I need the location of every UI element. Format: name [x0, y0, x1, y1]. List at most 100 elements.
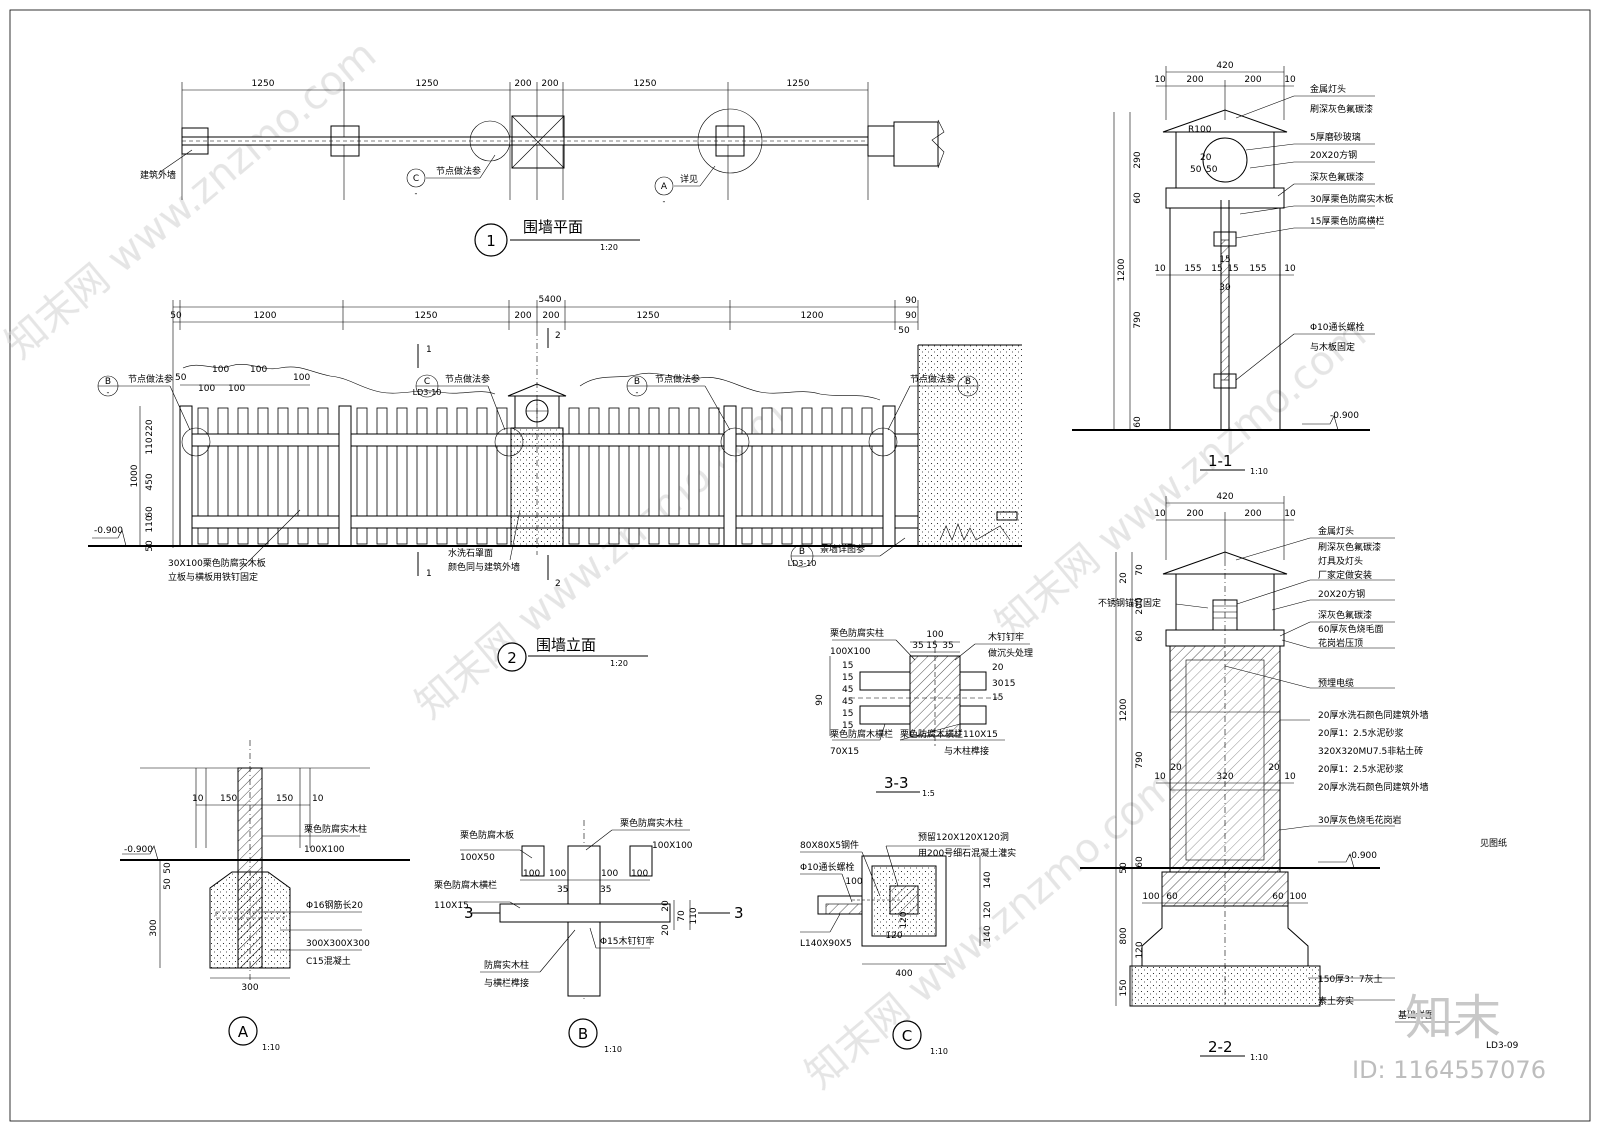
- dim-text: 15: [926, 641, 937, 651]
- dim-text: 200: [1186, 509, 1203, 519]
- fence-picket: [841, 407, 853, 545]
- fence-picket: [476, 407, 488, 545]
- fence-picket: [861, 407, 873, 545]
- detail-scale: 1:5: [922, 789, 935, 798]
- section-mark: 1: [426, 345, 432, 355]
- elevation-note: 30X100栗色防腐实木板: [168, 557, 266, 569]
- dim-text: 60: [1135, 856, 1145, 868]
- label-text: Φ16钢筋长20: [306, 899, 363, 911]
- fence-picket: [356, 407, 368, 545]
- dim-text: 35: [942, 641, 953, 651]
- dim-text: 220: [145, 419, 155, 436]
- label-text: 5厚磨砂玻璃: [1310, 131, 1361, 143]
- label-text: 80X80X5钢件: [800, 839, 859, 851]
- elevation-note: 水洗石罩面: [448, 547, 493, 559]
- dim-text: 120: [885, 931, 902, 941]
- dim-text: 20: [1170, 763, 1182, 773]
- plan-title-circle: [474, 223, 508, 257]
- dim-text: 200: [541, 79, 558, 89]
- dim-text: 90: [905, 311, 917, 321]
- plan-detail-label: 详见: [680, 173, 698, 185]
- label-text: 60厚灰色烧毛面: [1318, 623, 1383, 635]
- svg-text:节点做法参: 节点做法参: [128, 373, 173, 385]
- label-text: 30厚栗色防腐实木板: [1310, 193, 1393, 205]
- dim-text: 800: [1119, 927, 1129, 944]
- elevation-scale: 1:20: [610, 659, 628, 668]
- elevation-note: 立板与横板用铁钉固定: [168, 571, 258, 583]
- dim-text: 50: [1119, 862, 1129, 874]
- dim-text: 100: [212, 365, 229, 375]
- dim-text: 290: [1133, 151, 1143, 168]
- svg-text:景墙详图参: 景墙详图参: [820, 543, 865, 555]
- watermark-text: 知末网 www.znzmo.com: [0, 32, 385, 368]
- dim-text: 15: [992, 693, 1003, 703]
- dim-text: 60: [1133, 416, 1143, 428]
- fence-picket: [821, 407, 833, 545]
- dim-text: 200: [1244, 75, 1261, 85]
- detail-scale: 1:10: [262, 1043, 280, 1052]
- dim-text: 60: [1272, 892, 1284, 902]
- fence-picket: [588, 407, 600, 545]
- svg-text:节点做法参: 节点做法参: [910, 373, 955, 385]
- label-text: 花岗岩压顶: [1318, 637, 1363, 649]
- label-text: 栗色防腐木板: [460, 829, 514, 841]
- svg-text:-: -: [967, 388, 970, 397]
- label-text: 防腐实木柱: [484, 959, 529, 971]
- dim-text: 35: [600, 885, 611, 895]
- dim-text: 120: [1135, 941, 1145, 958]
- label-text: 20X20方钢: [1310, 149, 1357, 161]
- level-label: -0.900: [1348, 851, 1377, 861]
- fence-picket: [396, 407, 408, 545]
- callout-letter: A: [661, 182, 668, 192]
- detail-letter: B: [578, 1025, 588, 1043]
- svg-text:B: B: [965, 377, 971, 387]
- label-text: 栗色防腐实木柱: [620, 817, 683, 829]
- dim-text: 70: [677, 910, 687, 922]
- dim-text: 50: [145, 540, 155, 552]
- svg-text:LD3-10: LD3-10: [413, 388, 442, 397]
- dim-text: 35: [912, 641, 923, 651]
- dim-text: 50: [898, 326, 910, 336]
- dim-text: 50: [1206, 165, 1218, 175]
- dim-text: 420: [1216, 61, 1233, 71]
- dim-text: 10: [1284, 772, 1296, 782]
- dim-text: 120: [899, 911, 909, 928]
- fence-picket: [436, 407, 448, 545]
- section-mark: 3: [734, 904, 744, 922]
- dim-text: 110: [145, 515, 155, 532]
- dim-text: 10: [1284, 75, 1296, 85]
- dim-text: 15: [842, 721, 853, 731]
- detail-scale: 1:10: [604, 1045, 622, 1054]
- dim-text: 15: [1227, 264, 1238, 274]
- dim-text: 1250: [787, 79, 810, 89]
- dim-text: 200: [1186, 75, 1203, 85]
- label-text: Φ10通长螺栓: [800, 861, 855, 873]
- fence-picket: [801, 407, 813, 545]
- dim-text: 10: [192, 794, 204, 804]
- dim-text: 70: [1135, 564, 1145, 576]
- fence-picket: [648, 407, 660, 545]
- fence-picket: [197, 407, 209, 545]
- section-scale: 1:10: [1250, 1053, 1268, 1062]
- label-text: C15混凝土: [306, 955, 351, 967]
- dim-text: 100: [1289, 892, 1306, 902]
- dim-text: 100: [293, 373, 310, 383]
- dim-text: 450: [145, 473, 155, 490]
- label-text: Φ10通长螺栓: [1310, 321, 1365, 333]
- dim-text: 15: [1211, 264, 1222, 274]
- section-scale: 1:10: [1250, 467, 1268, 476]
- dim-text: 300: [149, 919, 159, 936]
- dim-text: 420: [1216, 492, 1233, 502]
- dim-text: 200: [1135, 597, 1145, 614]
- dim-text: 10: [1154, 509, 1166, 519]
- label-text: 与木柱榫接: [944, 745, 989, 757]
- dim-text: 60: [145, 506, 155, 518]
- label-text: 30厚灰色烧毛花岗岩: [1318, 814, 1401, 826]
- label-text: 20厚水洗石颜色同建筑外墙: [1318, 781, 1428, 793]
- label-text: 不锈钢锚钉固定: [1098, 597, 1161, 609]
- fence-picket: [237, 407, 249, 545]
- callout-letter: C: [413, 174, 419, 184]
- fence-picket: [317, 407, 329, 545]
- dim-text: 400: [895, 969, 912, 979]
